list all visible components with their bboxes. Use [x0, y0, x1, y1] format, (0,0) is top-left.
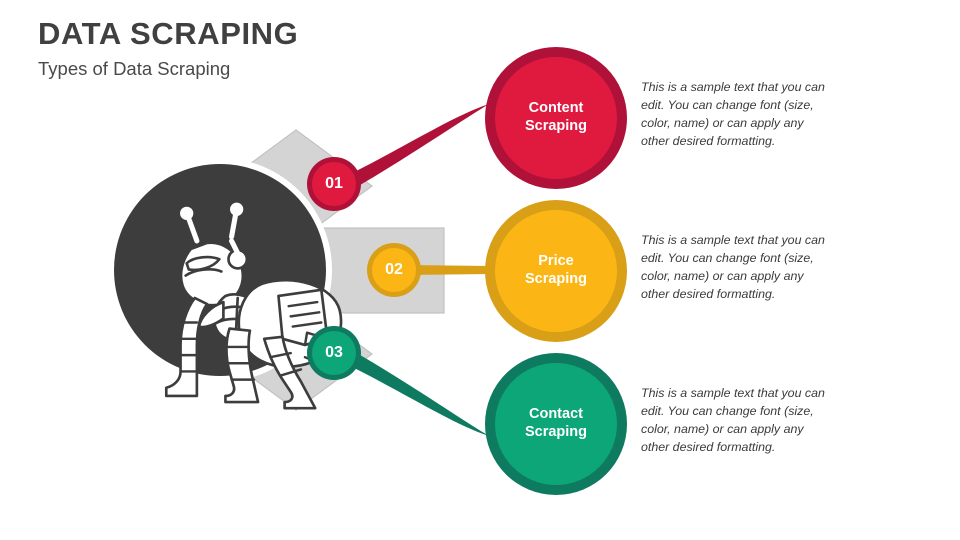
node-circle-price-scraping[interactable]: [485, 200, 627, 342]
badge-02[interactable]: [367, 243, 421, 297]
node-01-inner: [495, 57, 617, 179]
badge-01[interactable]: [307, 157, 361, 211]
slide-header: DATA SCRAPING Types of Data Scraping: [38, 16, 598, 80]
page-subtitle: Types of Data Scraping: [38, 57, 231, 79]
node-02-inner: [495, 210, 617, 332]
hub-node[interactable]: [114, 164, 343, 410]
badge-01-inner: [312, 162, 356, 206]
node-circle-contact-scraping[interactable]: [485, 353, 627, 495]
badge-03-inner: [312, 331, 356, 375]
page-title: DATA SCRAPING: [38, 16, 299, 51]
description-01: This is a sample text that you can edit.…: [641, 80, 825, 148]
ant-robot-carrying-document-icon: [164, 202, 343, 410]
badge-03[interactable]: [307, 326, 361, 380]
badge-02-inner: [372, 248, 416, 292]
node-03-inner: [495, 363, 617, 485]
connector-02: [408, 265, 490, 275]
description-02: This is a sample text that you can edit.…: [641, 233, 825, 301]
connector-03: [342, 348, 489, 436]
connector-01: [342, 104, 489, 192]
node-circle-content-scraping[interactable]: [485, 47, 627, 189]
description-03: This is a sample text that you can edit.…: [641, 386, 825, 454]
